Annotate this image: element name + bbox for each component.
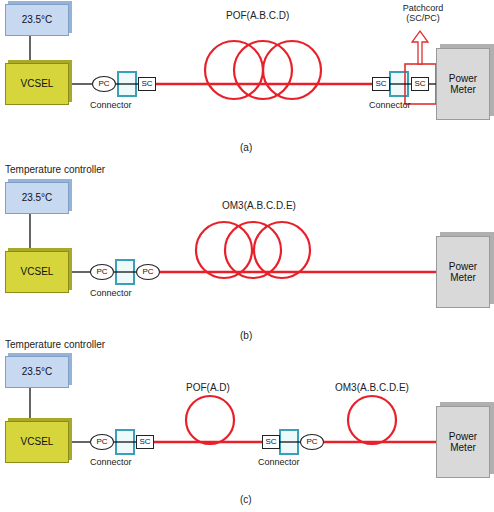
temperature-controller-box: 23.5°C [5, 356, 69, 388]
wire [69, 441, 90, 442]
node-text: Power Meter [441, 73, 485, 96]
fiber-coil [263, 41, 321, 99]
fiber-coil [348, 396, 396, 444]
sc-plug: SC [262, 435, 280, 449]
panel-label: (b) [240, 330, 252, 342]
node-text: SC [141, 79, 152, 88]
patchcord-arrow [412, 31, 428, 64]
node-text: PC [306, 437, 317, 446]
wire [69, 271, 90, 272]
wire [429, 83, 436, 84]
pc-plug: PC [92, 76, 116, 92]
node-text: VCSEL [21, 78, 54, 90]
device-label: Temperature controller [5, 339, 105, 351]
pc-plug: PC [300, 434, 324, 450]
connector-label: Connector [369, 100, 411, 110]
fiber-line [156, 83, 372, 85]
node-text: SC [414, 79, 425, 88]
device-label: Temperature controller [5, 164, 105, 176]
power-meter-box: Power Meter [436, 236, 490, 308]
sc-plug: SC [411, 77, 429, 91]
connector-label: Connector [90, 288, 132, 298]
wire [114, 441, 136, 442]
sc-plug: SC [372, 77, 390, 91]
patchcord-label: Patchcord (SC/PC) [392, 3, 454, 24]
node-text: 23.5°C [22, 366, 53, 378]
fiber-line [154, 441, 262, 443]
vcsel-box: VCSEL [5, 63, 69, 105]
pc-plug: PC [90, 264, 114, 280]
node-text: PC [96, 267, 107, 276]
power-meter-box: Power Meter [436, 48, 490, 120]
power-meter-box: Power Meter [436, 406, 490, 478]
connector-label: Connector [258, 457, 300, 467]
pc-plug: PC [136, 264, 160, 280]
pc-plug: PC [90, 434, 114, 450]
connector-label: Connector [90, 457, 132, 467]
fiber-line [324, 441, 436, 443]
node-text: SC [265, 437, 276, 446]
connector-squares [116, 72, 408, 454]
node-text: VCSEL [21, 436, 54, 448]
sc-plug: SC [136, 435, 154, 449]
wire [390, 83, 411, 84]
fiber-label: OM3(A.B.C.D.E) [222, 200, 296, 212]
node-text: Power Meter [441, 431, 485, 454]
node-text: PC [96, 437, 107, 446]
fiber-coil [254, 222, 310, 278]
wire [29, 388, 30, 421]
wire [69, 83, 92, 84]
fiber-label: OM3(A.B.C.D.E) [335, 382, 409, 394]
panel-label: (a) [240, 142, 252, 154]
wire [29, 36, 30, 63]
wire [114, 271, 136, 272]
node-text: 23.5°C [22, 192, 53, 204]
node-text: Power Meter [441, 261, 485, 284]
fiber-coil [186, 396, 234, 444]
fiber-label: POF(A.D) [186, 382, 230, 394]
vcsel-box: VCSEL [5, 251, 69, 293]
sc-plug: SC [138, 77, 156, 91]
fiber-line [160, 271, 436, 273]
wire [116, 83, 138, 84]
node-text: PC [142, 267, 153, 276]
vcsel-box: VCSEL [5, 421, 69, 463]
panel-label: (c) [240, 494, 252, 506]
node-text: PC [98, 79, 109, 88]
temperature-controller-box: 23.5°C [5, 182, 69, 214]
node-text: VCSEL [21, 266, 54, 278]
wire [29, 214, 30, 251]
temperature-controller-box: 23.5°C [5, 4, 69, 36]
node-text: SC [375, 79, 386, 88]
wire [280, 441, 300, 442]
node-text: 23.5°C [22, 14, 53, 26]
connector-label: Connector [90, 100, 132, 110]
node-text: SC [139, 437, 150, 446]
fiber-label: POF(A.B.C.D) [226, 10, 289, 22]
